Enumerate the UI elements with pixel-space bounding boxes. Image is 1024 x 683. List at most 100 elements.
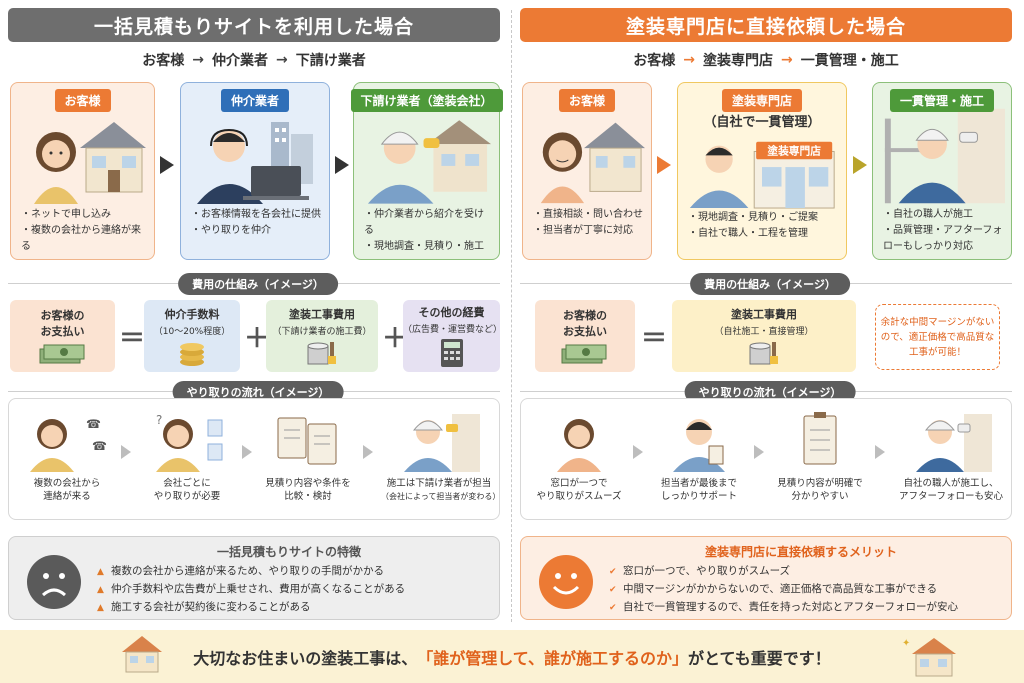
fee-customer-payment: お客様の お支払い — [535, 300, 635, 372]
bottom-text-pre: 大切なお住まいの塗装工事は、 — [193, 648, 418, 668]
card-customer: お客様 直接相談・問い合わせ 担当者が丁寧に対応 — [522, 82, 652, 260]
plus-icon: ＋ — [244, 324, 271, 354]
card-label: 一貫管理・施工 — [889, 89, 995, 112]
paint-can-icon — [307, 342, 336, 365]
card-items: ネットで申し込み 複数の会社から連絡が来る — [17, 207, 148, 255]
flow-arrow-icon: → — [781, 52, 793, 68]
flow-customer: お客様 — [633, 53, 676, 69]
check-icon: ✔ — [609, 603, 617, 613]
arrow-right-icon — [853, 156, 867, 174]
money-icon — [39, 344, 84, 364]
smile-face-icon — [539, 555, 593, 609]
card-items: 直接相談・問い合わせ 担当者が丁寧に対応 — [529, 207, 645, 239]
flow-arrow-icon: → — [683, 52, 695, 68]
feature-list: ▲複数の会社から連絡が来るため、やり取りの手間がかかる ▲仲介手数料や広告費が上… — [97, 563, 405, 617]
arrow-right-icon — [657, 156, 671, 174]
column-divider — [511, 10, 512, 622]
card-items: 現地調査・見積り・ご提案 自社で職人・工程を管理 — [684, 210, 840, 242]
margin-note: 余計な中間マージンがないので、適正価格で高品質な工事が可能！ — [875, 304, 1000, 370]
card-sublabel: （自社で一貫管理） — [703, 115, 821, 130]
card-label: 下請け業者（塗装会社） — [350, 89, 503, 112]
svg-text:☎: ☎ — [86, 417, 101, 431]
flow-step: 自社の職人が施工し、アフターフォローも安心 — [893, 409, 1009, 503]
phone-woman-icon — [529, 409, 629, 473]
customer-house-illustration — [529, 105, 645, 207]
bottom-text-highlight: 「誰が管理して、誰が施工するのか」 — [417, 648, 688, 668]
fee-painting-cost: 塗装工事費用 （自社施工・直接管理） — [672, 300, 856, 372]
fee-painting-cost: 塗装工事費用 （下請け業者の施工費） — [266, 300, 378, 372]
equals-icon: ＝ — [641, 324, 668, 354]
left-flow-line: お客様 → 仲介業者 → 下請け業者 — [8, 48, 500, 72]
arrow-right-icon — [335, 156, 349, 174]
warning-icon: ▲ — [97, 567, 104, 577]
painter-icon — [893, 409, 1009, 473]
right-exchange-flow: 窓口が一つでやり取りがスムーズ 担当者が最後までしっかりサポート 見積り内容が明… — [520, 398, 1012, 520]
bottom-text-post: がとても重要です！ — [688, 648, 831, 668]
arrow-right-icon — [160, 156, 174, 174]
arrow-right-icon — [121, 445, 131, 459]
house-sparkle-icon: ✦ — [902, 638, 956, 677]
flow-integrated: 一貫管理・施工 — [800, 53, 899, 69]
flow-broker: 仲介業者 — [212, 53, 268, 69]
card-items: お客様情報を各会社に提供 やり取りを仲介 — [187, 207, 323, 239]
arrow-right-icon — [633, 445, 643, 459]
fee-other-expenses: その他の経費 （広告費・運営費など） — [403, 300, 502, 372]
flow-step: 担当者が最後までしっかりサポート — [649, 409, 749, 503]
fee-broker-commission: 仲介手数料 （10〜20%程度） — [144, 300, 240, 372]
left-exchange-flow: ☎☎ 複数の会社から連絡が来る ? 会社ごとにやり取りが必要 見積り内容や条件を… — [8, 398, 500, 520]
sad-face-icon — [27, 555, 81, 609]
left-banner: 一括見積もりサイトを利用した場合 — [8, 8, 500, 42]
card-items: 仲介業者から紹介を受ける 現地調査・見積り・施工 — [360, 207, 493, 255]
card-label: 塗装専門店 — [721, 89, 803, 112]
arrow-right-icon — [242, 445, 252, 459]
painter-icon — [381, 409, 497, 473]
card-label: 仲介業者 — [220, 89, 290, 112]
left-features-box: 一括見積もりサイトの特徴 ▲複数の会社から連絡が来るため、やり取りの手間がかかる… — [8, 536, 500, 620]
clipboard-icon — [258, 409, 358, 473]
flow-step: ☎☎ 複数の会社から連絡が来る — [17, 409, 117, 503]
fee-customer-payment: お客様の お支払い — [10, 300, 115, 372]
flow-step: 見積り内容が明確で分かりやすい — [770, 409, 870, 503]
clipboard-icon — [770, 409, 870, 473]
warning-icon: ▲ — [97, 603, 104, 613]
flow-step: ? 会社ごとにやり取りが必要 — [137, 409, 237, 503]
check-icon: ✔ — [609, 585, 617, 595]
painter-illustration — [879, 105, 1005, 207]
shop-illustration: 塗装専門店 — [684, 130, 840, 210]
bottom-message: 大切なお住まいの塗装工事は、 「誰が管理して、誰が施工するのか」 がとても重要で… — [0, 630, 1024, 683]
svg-text:☎: ☎ — [92, 439, 107, 453]
calculator-icon — [440, 339, 463, 367]
money-icon — [561, 344, 607, 364]
right-flow-line: お客様 → 塗装専門店 → 一貫管理・施工 — [520, 48, 1012, 72]
feature-list: ✔窓口が一つで、やり取りがスムーズ ✔中間マージンがかからないので、適正価格で高… — [609, 563, 958, 617]
flow-step: 施工は下請け業者が担当（会社によって担当者が変わる） — [381, 409, 500, 503]
paint-can-icon — [749, 342, 778, 365]
card-integrated-construction: 一貫管理・施工 自社の職人が施工 品質管理・アフターフォローもしっかり対応 — [872, 82, 1012, 260]
card-customer: お客様 ネットで申し込み 複数の会社から連絡が来る — [10, 82, 155, 260]
svg-text:✦: ✦ — [902, 638, 910, 649]
coins-icon — [180, 343, 204, 366]
arrow-right-icon — [363, 445, 373, 459]
shop-sign: 塗装専門店 — [767, 144, 821, 157]
flow-subcontractor: 下請け業者 — [295, 53, 366, 69]
fee-section-title: 費用の仕組み（イメージ） — [178, 273, 338, 295]
card-label: お客様 — [54, 89, 111, 112]
card-label: お客様 — [558, 89, 616, 112]
card-paint-shop: 塗装専門店 （自社で一貫管理） 塗装専門店 現地調査・見積り・ご提案 自社で職人… — [677, 82, 847, 260]
card-broker: 仲介業者 お客様情報を各会社に提供 やり取りを仲介 — [180, 82, 330, 260]
feature-title: 塗装専門店に直接依頼するメリット — [704, 545, 897, 559]
left-column: 一括見積もりサイトを利用した場合 お客様 → 仲介業者 → 下請け業者 お客様 — [8, 0, 508, 625]
arrow-right-icon — [754, 445, 764, 459]
flow-section-title: やり取りの流れ（イメージ） — [684, 381, 856, 403]
equals-icon: ＝ — [119, 324, 146, 354]
fee-section-title: 費用の仕組み（イメージ） — [690, 273, 850, 295]
feature-title: 一括見積もりサイトの特徴 — [216, 545, 361, 559]
house-icon — [122, 636, 162, 673]
card-subcontractor: 下請け業者（塗装会社） 仲介業者から紹介を受ける 現地調査・見積り・施工 — [350, 82, 503, 260]
flow-step: 窓口が一つでやり取りがスムーズ — [529, 409, 629, 503]
right-banner: 塗装専門店に直接依頼した場合 — [520, 8, 1012, 42]
flow-paint-shop: 塗装専門店 — [703, 53, 773, 69]
warning-icon: ▲ — [97, 585, 104, 595]
arrow-right-icon — [875, 445, 885, 459]
